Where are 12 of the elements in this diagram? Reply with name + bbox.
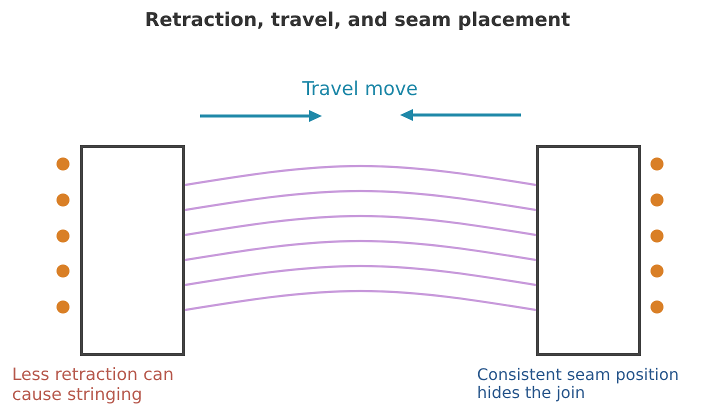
string-strand [184,164,536,186]
string-strand [184,240,536,262]
string-strand [184,190,536,212]
string-strand [184,264,536,286]
rectangle-outline [536,145,641,356]
arrow-label: Travel move [301,79,419,101]
note-text: Consistent seam position hides the join [477,366,680,403]
diagram-title: Retraction, travel, and seam placement [144,10,572,32]
note-text: Less retraction can cause stringing [12,366,175,405]
string-strand [184,290,536,312]
rectangle-outline [80,145,185,356]
string-strand [184,214,536,236]
